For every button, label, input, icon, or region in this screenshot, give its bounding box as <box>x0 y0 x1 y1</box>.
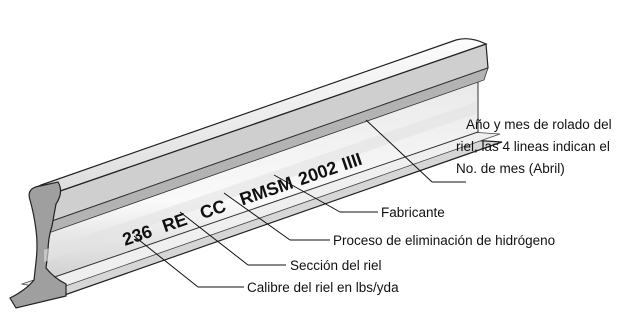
leader-manufacturer <box>273 174 341 213</box>
callout-weight: Calibre del riel en lbs/yda <box>247 280 399 295</box>
callout-manufacturer: Fabricante <box>381 205 445 220</box>
leader-year-month <box>365 119 433 183</box>
callout-year-month-line-2: riel, las 4 lineas indican el <box>456 139 610 154</box>
callout-year-month-line-1: Año y mes de rolado del <box>466 117 612 132</box>
leader-weight <box>133 235 199 288</box>
leader-hydrogen <box>223 192 291 241</box>
leader-section <box>179 211 249 266</box>
callouts: Año y mes de rolado del riel, las 4 line… <box>247 117 612 295</box>
rail-end-profile <box>9 181 67 309</box>
leader-lines <box>133 119 466 288</box>
callout-year-month-line-3: No. de mes (Abril) <box>456 161 565 176</box>
rail-body <box>9 38 503 309</box>
callout-hydrogen: Proceso de eliminación de hidrógeno <box>333 233 555 248</box>
callout-section: Sección del riel <box>290 258 382 273</box>
rail-web-shade <box>44 102 476 262</box>
